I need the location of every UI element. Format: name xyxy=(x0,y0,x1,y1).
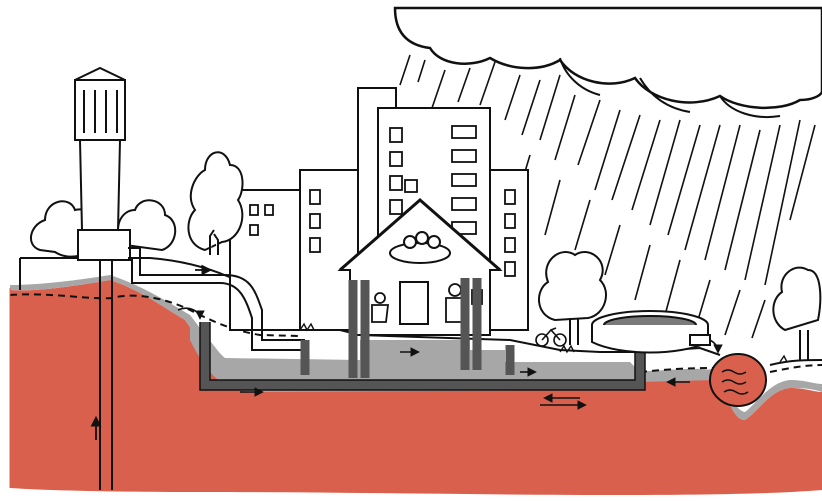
infiltration-pond-icon xyxy=(710,354,766,406)
treatment-basin-icon xyxy=(592,311,710,353)
bicycle-icon xyxy=(536,328,566,346)
